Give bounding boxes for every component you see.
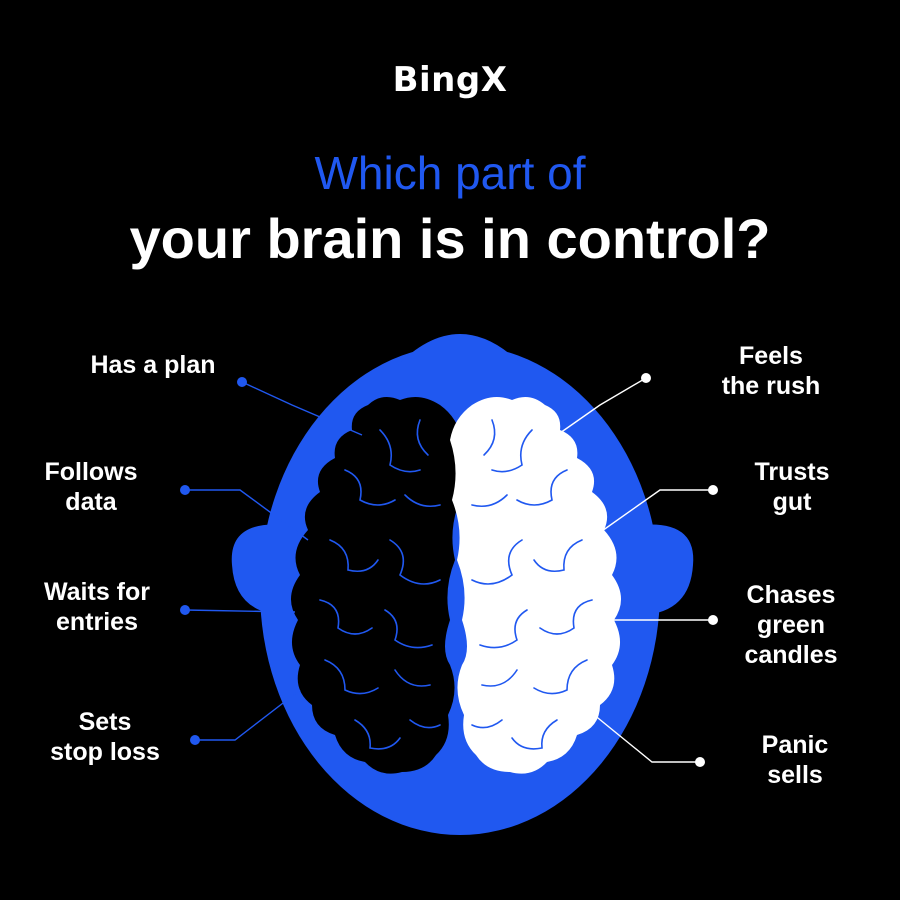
left-connectors bbox=[184, 381, 363, 741]
label-feels-the-rush: Feels the rush bbox=[721, 342, 821, 400]
left-brain-folds bbox=[319, 419, 441, 750]
left-connector-dots bbox=[180, 377, 247, 745]
label-trusts-gut: Trusts gut bbox=[754, 458, 830, 516]
connector-dot bbox=[708, 485, 718, 495]
brand-logo: BingX bbox=[392, 60, 508, 100]
label-has-a-plan: Has a plan bbox=[90, 351, 216, 379]
right-brain-folds bbox=[471, 419, 593, 750]
right-hemisphere bbox=[450, 396, 622, 774]
connector-dot bbox=[641, 373, 651, 383]
label-panic-sells: Panic sells bbox=[761, 731, 829, 789]
left-ear bbox=[231, 524, 285, 615]
right-ear bbox=[640, 524, 694, 615]
label-chases-green-candles: Chases green candles bbox=[744, 581, 838, 669]
label-waits-for-entries: Waits for entries bbox=[43, 578, 151, 636]
headline-line-2: your brain is in control? bbox=[129, 207, 771, 270]
connector-dot bbox=[237, 377, 247, 387]
label-follows-data: Follows data bbox=[44, 458, 138, 516]
headline-line-1: Which part of bbox=[314, 147, 586, 199]
right-connectors bbox=[549, 377, 713, 763]
connector-dot bbox=[180, 605, 190, 615]
label-sets-stop-loss: Sets stop loss bbox=[50, 708, 160, 766]
connector-dot bbox=[708, 615, 718, 625]
connector-dot bbox=[190, 735, 200, 745]
right-connector-dots bbox=[641, 373, 718, 767]
left-hemisphere bbox=[290, 396, 462, 774]
connector-dot bbox=[180, 485, 190, 495]
connector-dot bbox=[695, 757, 705, 767]
